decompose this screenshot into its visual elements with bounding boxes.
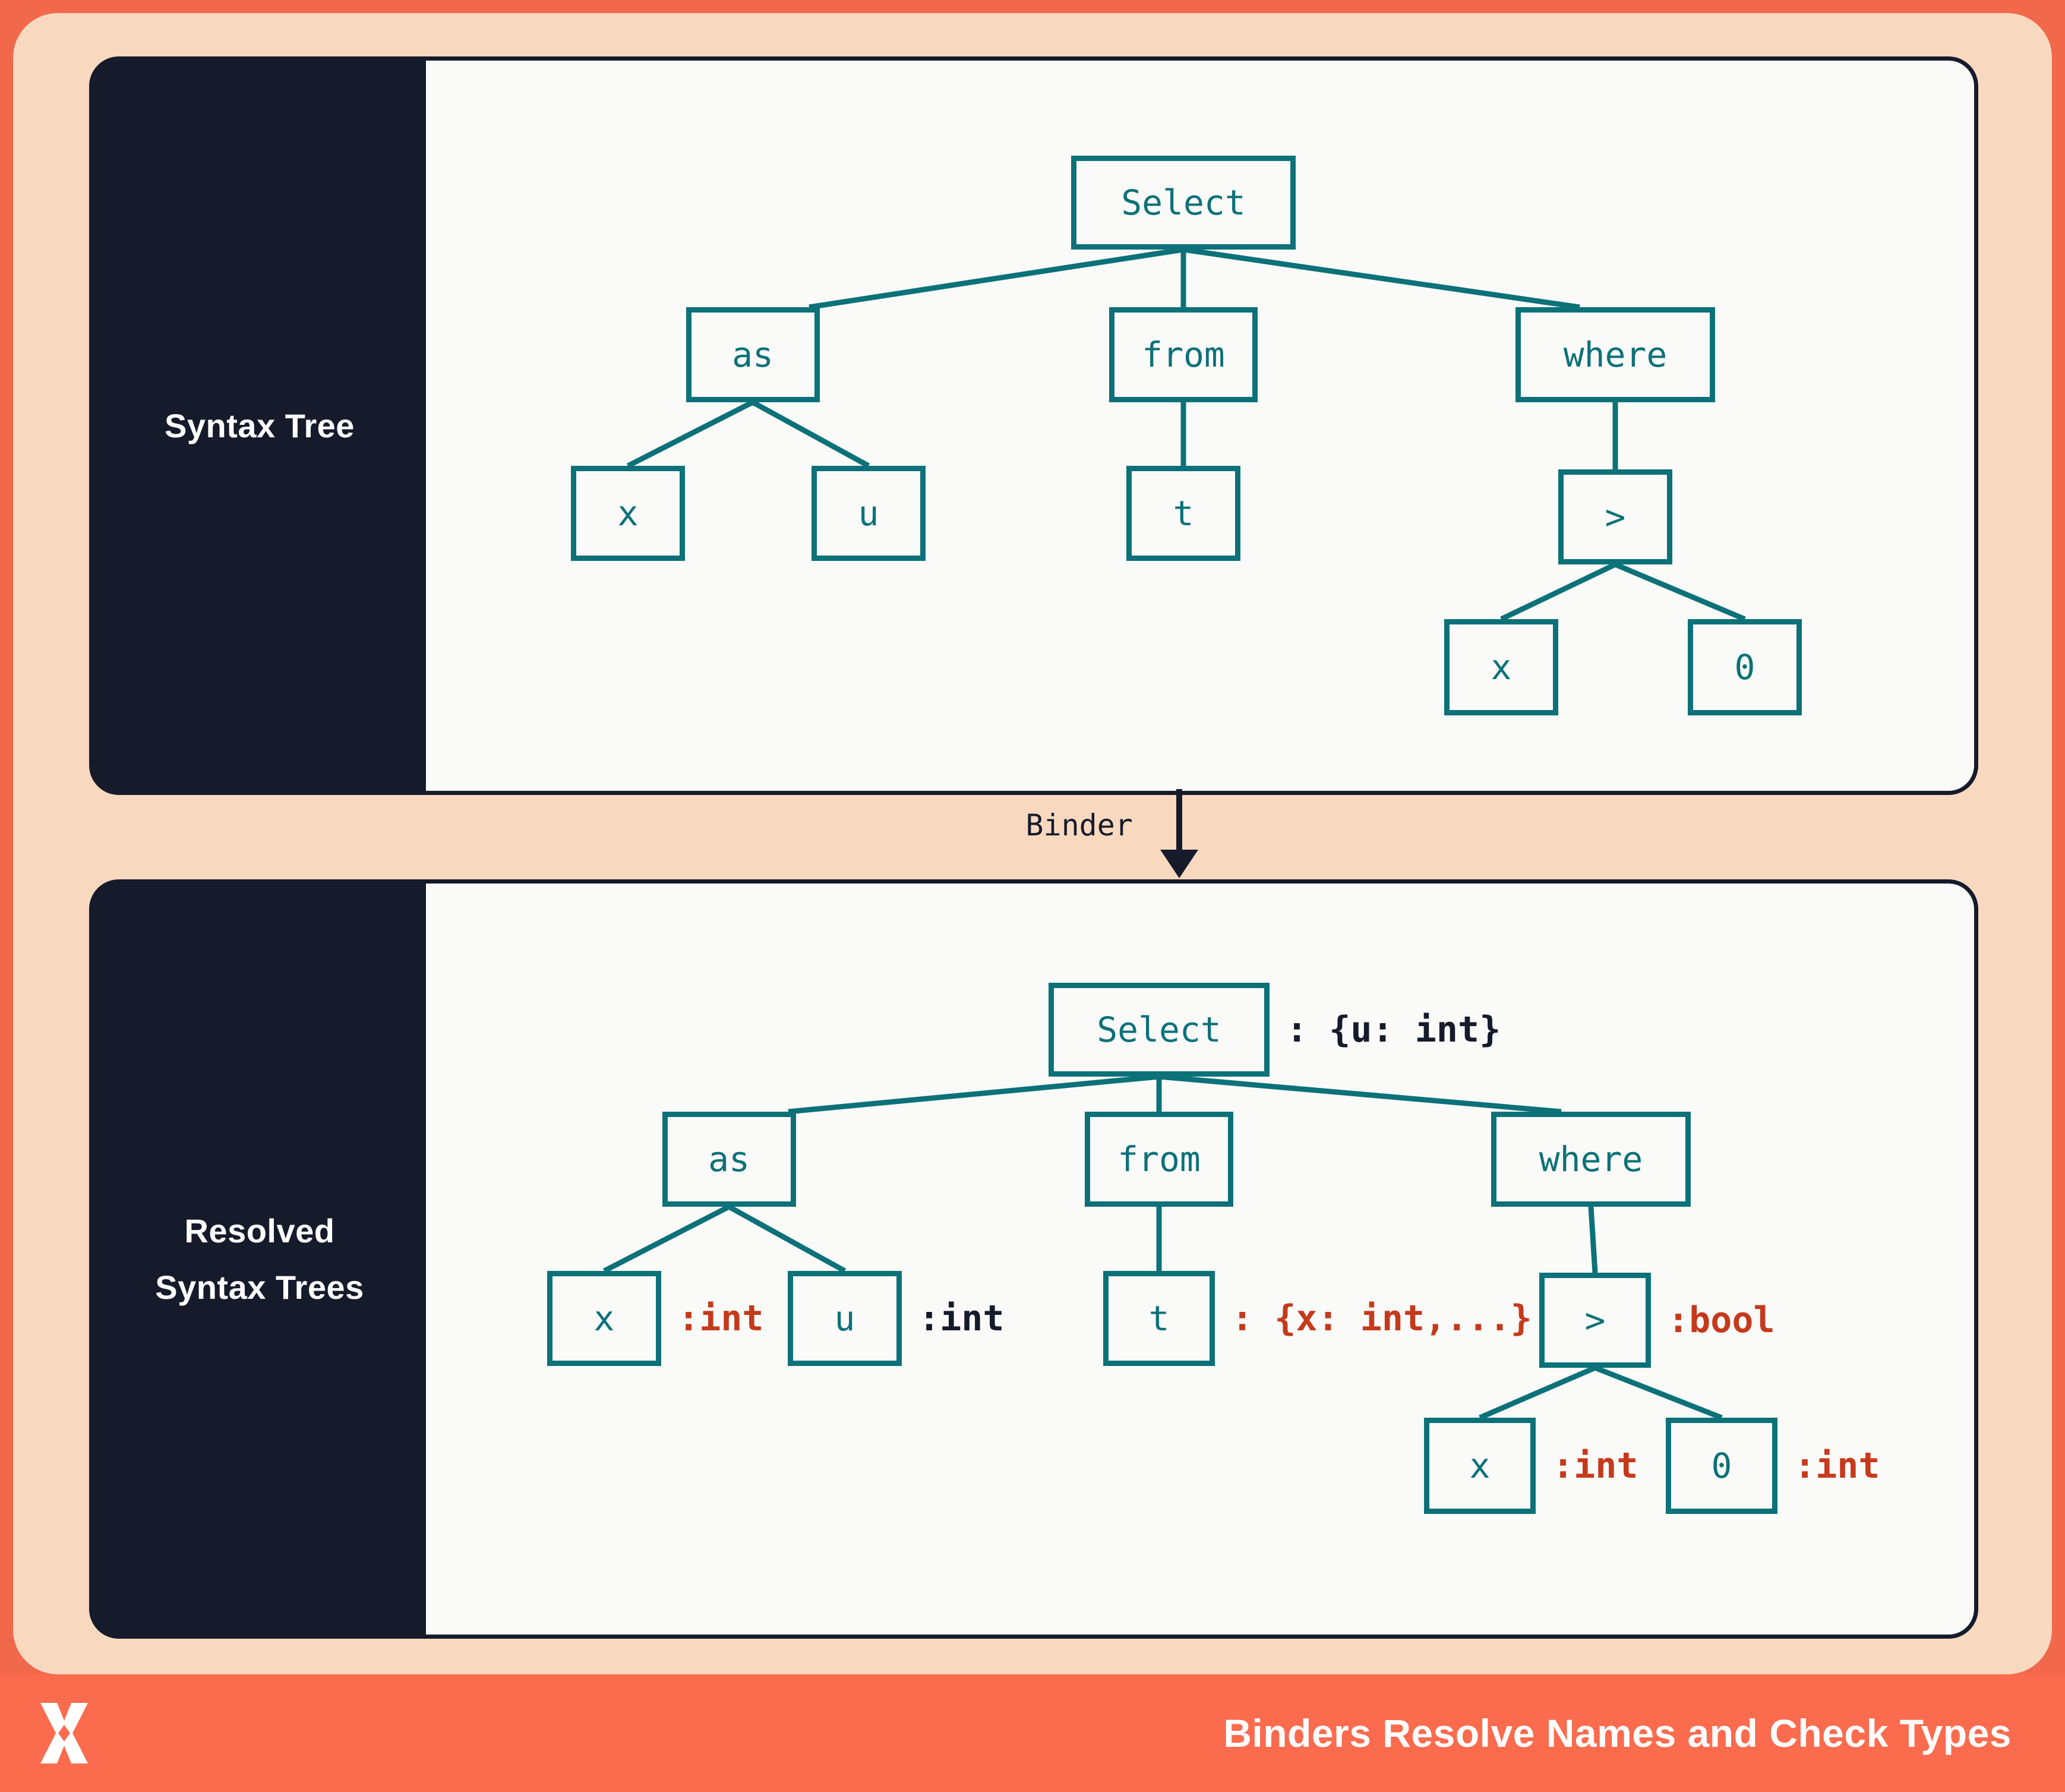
tree-edge xyxy=(809,247,1184,310)
tree-node-label: Select xyxy=(1121,182,1246,223)
tree-edge xyxy=(1183,247,1580,310)
sidebar-label: Resolved Syntax Trees xyxy=(155,1212,364,1306)
tree-node-label: x xyxy=(593,1298,615,1339)
tree-node-label: u xyxy=(858,493,879,534)
tree-node-t1: t xyxy=(1126,466,1240,561)
tree-edges xyxy=(602,1074,1723,1421)
type-annotation-select: : {u: int} xyxy=(1286,1009,1501,1050)
resolved-syntax-trees-content: Select : {u: int} as from where x :int u :int t : … xyxy=(93,884,1974,1635)
tree-node-x2: x xyxy=(1424,1418,1536,1514)
tree-node-label: t xyxy=(1173,493,1194,534)
tree-node-label: 0 xyxy=(1711,1446,1732,1486)
tree-edge xyxy=(1479,1365,1596,1421)
tree-node-as: as xyxy=(686,307,820,402)
tree-node-from: from xyxy=(1109,307,1258,402)
tree-node-label: from xyxy=(1117,1139,1201,1179)
tree-node-where: where xyxy=(1515,307,1715,402)
type-annotation-t1: : {x: int,...} xyxy=(1232,1298,1532,1339)
tree-node-x1: x xyxy=(571,466,685,561)
tree-node-select: Select xyxy=(1071,156,1296,250)
sidebar-label: Syntax Tree xyxy=(165,406,355,444)
tree-node-label: x xyxy=(1469,1446,1491,1486)
tree-edge xyxy=(727,1204,847,1273)
tree-node-gt: > xyxy=(1539,1273,1651,1368)
brand-x-logo-icon xyxy=(40,1703,88,1763)
tree-edge xyxy=(788,1074,1160,1115)
tree-node-zero: 0 xyxy=(1688,619,1802,715)
footer-bar: Binders Resolve Names and Check Types xyxy=(0,1674,2065,1792)
tree-node-zero: 0 xyxy=(1666,1418,1777,1514)
tree-edge xyxy=(1594,1365,1723,1421)
tree-node-t1: t xyxy=(1103,1271,1215,1366)
tree-node-gt: > xyxy=(1558,469,1672,564)
tree-node-label: as xyxy=(708,1139,750,1179)
down-arrow-icon xyxy=(1160,789,1198,878)
resolved-syntax-trees-panel: Select : {u: int} as from where x :int u :int t : … xyxy=(89,879,1978,1639)
tree-node-label: x xyxy=(1491,647,1512,687)
tree-node-label: t xyxy=(1148,1298,1170,1339)
tree-node-label: where xyxy=(1539,1139,1643,1179)
tree-edge xyxy=(751,400,870,468)
type-annotation-u1: :int xyxy=(918,1298,1005,1339)
tree-node-label: > xyxy=(1605,497,1626,537)
tree-node-label: u xyxy=(834,1298,855,1339)
tree-edge xyxy=(602,1204,731,1274)
tree-node-u1: u xyxy=(788,1271,902,1366)
tree-node-label: Select xyxy=(1097,1009,1221,1050)
tree-node-label: where xyxy=(1563,335,1668,375)
tree-node-u1: u xyxy=(812,466,926,561)
syntax-tree-sidebar: Syntax Tree xyxy=(93,61,426,791)
resolved-syntax-trees-sidebar: Resolved Syntax Trees xyxy=(93,884,426,1635)
tree-edge xyxy=(1158,1074,1562,1115)
tree-edge xyxy=(1614,561,1746,622)
syntax-tree-panel: Select as from where x u t > x 0 Syntax Tree xyxy=(89,56,1978,795)
syntax-tree-content: Select as from where x u t > x 0 xyxy=(93,61,1974,791)
tree-edges xyxy=(626,247,1746,622)
type-annotation-zero: :int xyxy=(1794,1445,1880,1487)
tree-node-label: as xyxy=(732,335,773,375)
tree-node-where: where xyxy=(1491,1112,1691,1207)
footer-title: Binders Resolve Names and Check Types xyxy=(1223,1711,2012,1755)
type-annotation-x2: :int xyxy=(1552,1445,1638,1487)
binder-label: Binder xyxy=(1025,808,1133,843)
binder-transition: Binder xyxy=(962,789,1203,879)
tree-node-x2: x xyxy=(1444,619,1558,715)
type-annotation-x1: :int xyxy=(678,1298,764,1339)
tree-edge xyxy=(626,399,754,469)
tree-node-select: Select xyxy=(1049,983,1270,1077)
tree-node-label: 0 xyxy=(1734,647,1755,687)
tree-node-from: from xyxy=(1085,1112,1233,1207)
tree-node-label: from xyxy=(1142,335,1225,375)
tree-node-x1: x xyxy=(547,1271,661,1366)
type-annotation-gt: :bool xyxy=(1668,1299,1775,1341)
tree-edge xyxy=(1588,1206,1598,1273)
tree-node-label: x xyxy=(617,493,639,534)
tree-node-as: as xyxy=(662,1112,796,1207)
tree-node-label: > xyxy=(1584,1300,1606,1340)
tree-edge xyxy=(1500,561,1616,622)
